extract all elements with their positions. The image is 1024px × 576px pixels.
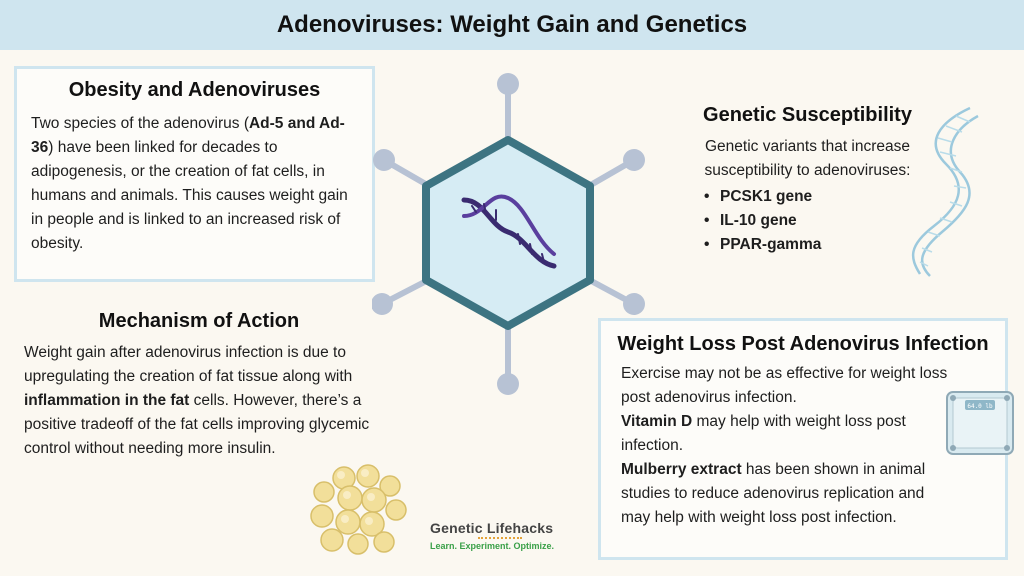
list-item: IL-10 gene — [690, 209, 925, 233]
weight-loss-text-1: Exercise may not be as effective for wei… — [621, 365, 948, 406]
genetic-list: PCSK1 gene IL-10 gene PPAR-gamma — [690, 185, 925, 257]
logo-underline — [478, 537, 522, 539]
logo: Genetic Lifehacks Learn. Experiment. Opt… — [430, 520, 570, 551]
obesity-text-part2: ) have been linked for decades to adipog… — [31, 139, 348, 252]
adenovirus-icon — [372, 73, 645, 395]
genetic-heading: Genetic Susceptibility — [703, 104, 912, 126]
page-title: Adenoviruses: Weight Gain and Genetics — [276, 11, 748, 38]
obesity-panel: Obesity and Adenoviruses Two species of … — [14, 66, 375, 282]
weight-loss-bold-2: Vitamin D — [621, 413, 693, 430]
weight-loss-text-2: Vitamin D may help with weight loss post… — [621, 410, 951, 458]
dna-helix-icon — [911, 106, 979, 277]
list-item: PCSK1 gene — [690, 185, 925, 209]
obesity-text: Two species of the adenovirus (Ad-5 and … — [31, 112, 358, 256]
bathroom-scale-icon: 64.0 lb — [946, 391, 1014, 455]
weight-loss-bold-3: Mulberry extract — [621, 461, 742, 478]
weight-loss-panel: Weight Loss Post Adenovirus Infection Ex… — [598, 318, 1008, 560]
weight-loss-heading: Weight Loss Post Adenovirus Infection — [617, 333, 989, 355]
logo-brand: Genetic Lifehacks — [430, 520, 554, 536]
obesity-text-part1: Two species of the adenovirus ( — [31, 115, 249, 132]
mechanism-text-bold: inflammation in the fat — [24, 392, 190, 409]
weight-loss-part-2: may help with weight loss post infection… — [621, 413, 906, 454]
genetic-section: Genetic Susceptibility Genetic variants … — [690, 104, 925, 257]
weight-loss-part-3: has been shown in animal studies to redu… — [621, 461, 926, 526]
mechanism-text: Weight gain after adenovirus infection i… — [24, 341, 374, 461]
mechanism-section: Mechanism of Action Weight gain after ad… — [24, 310, 374, 461]
dna-strand-icon — [461, 194, 557, 269]
mechanism-text-part1: Weight gain after adenovirus infection i… — [24, 344, 353, 385]
logo-tagline: Learn. Experiment. Optimize. — [430, 541, 555, 551]
mechanism-text-part2: cells. However, there’s a positive trade… — [24, 392, 370, 457]
mechanism-heading: Mechanism of Action — [98, 310, 300, 332]
scale-display: 64.0 lb — [967, 403, 993, 410]
title-bar: Adenoviruses: Weight Gain and Genetics — [0, 0, 1024, 50]
list-item: PPAR-gamma — [690, 233, 925, 257]
obesity-heading: Obesity and Adenoviruses — [68, 79, 321, 101]
fat-cells-icon — [310, 464, 407, 555]
genetic-intro: Genetic variants that increase susceptib… — [704, 138, 911, 179]
weight-loss-text-3: Mulberry extract has been shown in anima… — [621, 458, 951, 530]
obesity-text-bold: Ad-5 and Ad-36 — [31, 115, 345, 156]
